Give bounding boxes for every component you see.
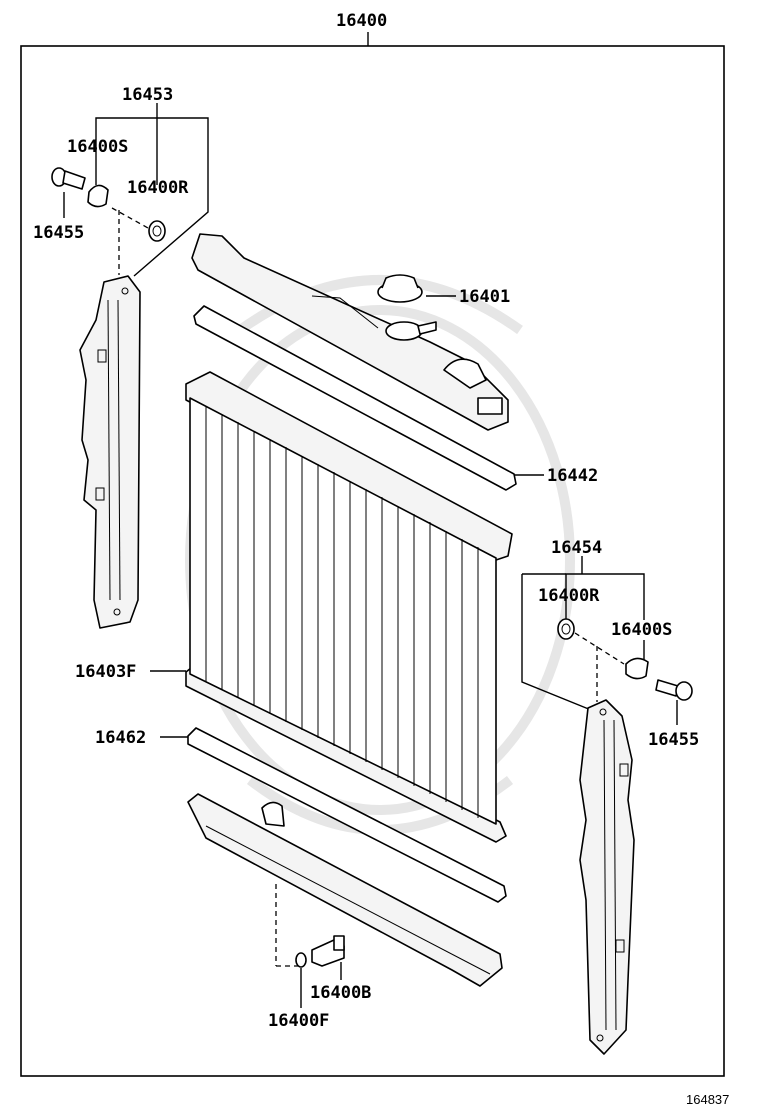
bolt-right [655, 679, 693, 701]
label-16442[interactable]: 16442 [547, 466, 598, 486]
label-16462[interactable]: 16462 [95, 728, 146, 748]
gasket-lower [187, 727, 507, 903]
right-radiator-support [579, 699, 635, 1055]
label-16453[interactable]: 16453 [122, 85, 173, 105]
cushion-s-right [625, 657, 649, 680]
right-support-bracket-group: 16454 16400R 16400S 16455 [521, 538, 699, 1055]
figure-number: 164837 [686, 1092, 729, 1107]
radiator-core [185, 371, 513, 843]
left-support-bracket-group: 16453 16400S 16400R 16455 [33, 85, 209, 629]
label-16400r-left[interactable]: 16400R [127, 178, 189, 198]
drain-o-ring [295, 952, 307, 968]
lower-tank [187, 793, 503, 987]
label-16454[interactable]: 16454 [551, 538, 602, 558]
cushion-s-left [87, 184, 109, 208]
core-fins [205, 406, 479, 818]
label-16400s-left[interactable]: 16400S [67, 137, 128, 157]
assembly-frame [20, 45, 725, 1077]
upper-tank [191, 233, 509, 431]
left-radiator-support [79, 275, 141, 629]
label-16400f[interactable]: 16400F [268, 1011, 329, 1031]
cushion-r-left [148, 220, 166, 242]
gasket-upper [193, 305, 517, 491]
radiator-cap [377, 274, 423, 303]
label-16400r-right[interactable]: 16400R [538, 586, 600, 606]
label-16401[interactable]: 16401 [459, 287, 510, 307]
bolt-left [51, 167, 86, 190]
label-16400[interactable]: 16400 [336, 11, 387, 31]
label-16400s-right[interactable]: 16400S [611, 620, 672, 640]
drain-cock [311, 935, 345, 967]
label-16455-left[interactable]: 16455 [33, 223, 84, 243]
cushion-r-right [557, 618, 575, 640]
label-16455-right[interactable]: 16455 [648, 730, 699, 750]
label-16403f[interactable]: 16403F [75, 662, 136, 682]
label-16400b[interactable]: 16400B [310, 983, 371, 1003]
